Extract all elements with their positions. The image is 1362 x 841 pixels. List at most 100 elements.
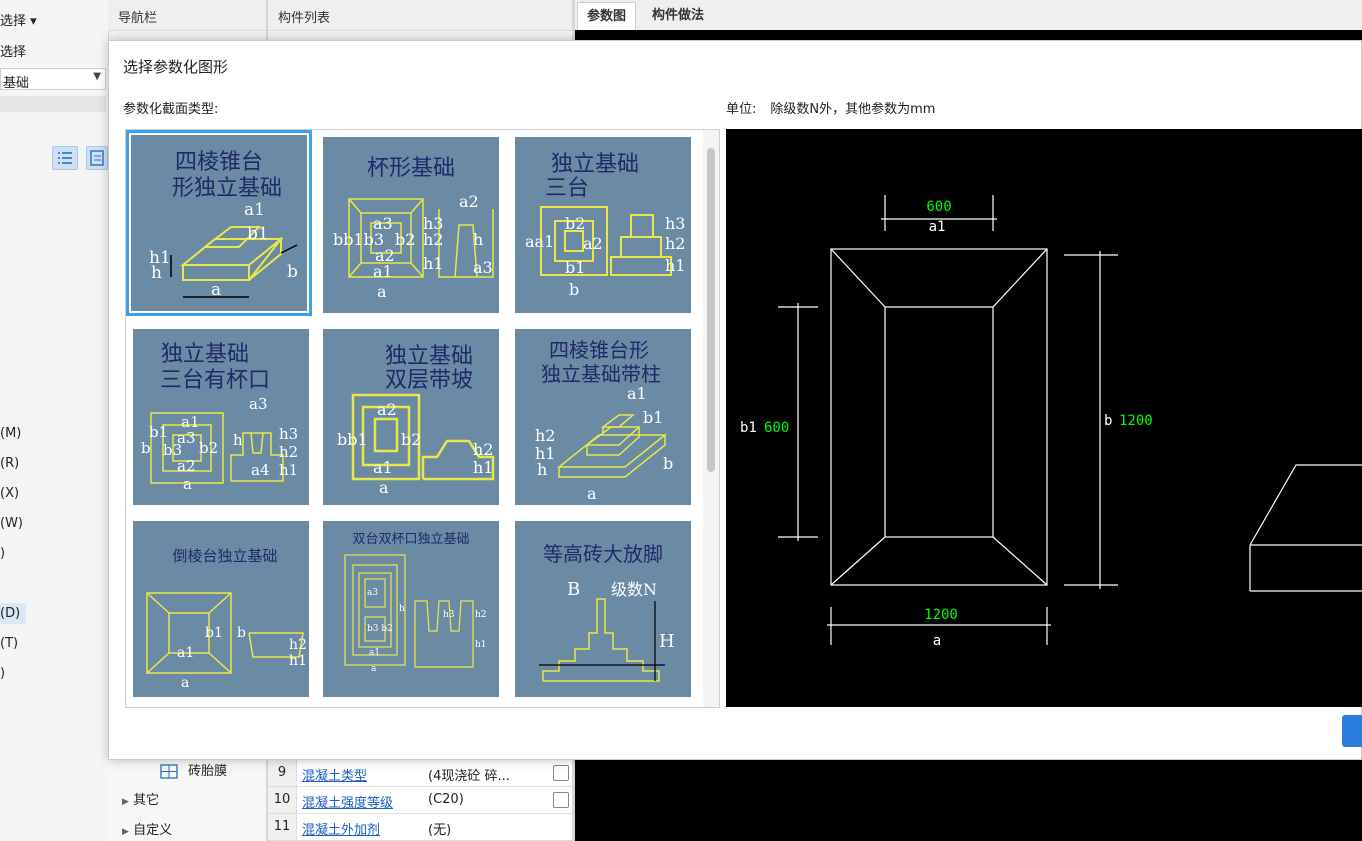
table-row[interactable]: 11 混凝土外加剂 (无) — [268, 814, 572, 841]
svg-text:等高砖大放脚: 等高砖大放脚 — [543, 542, 663, 566]
svg-text:b: b — [237, 625, 246, 641]
svg-text:三台: 三台 — [545, 176, 589, 201]
svg-text:a1: a1 — [373, 262, 393, 281]
svg-text:杯形基础: 杯形基础 — [367, 156, 455, 181]
svg-text:b1: b1 — [565, 258, 585, 277]
svg-text:四棱锥台: 四棱锥台 — [175, 150, 263, 175]
shortcut-item[interactable]: (W) — [0, 516, 23, 531]
nav-panel-header: 导航栏 — [108, 0, 266, 31]
dialog-title: 选择参数化图形 — [123, 58, 229, 76]
svg-text:b1: b1 — [205, 625, 223, 641]
svg-text:b1: b1 — [643, 408, 663, 427]
svg-text:b2: b2 — [395, 230, 415, 249]
svg-text:1200: 1200 — [924, 607, 958, 623]
svg-text:b: b — [569, 280, 579, 299]
svg-text:形独立基础: 形独立基础 — [172, 176, 282, 201]
svg-text:h: h — [399, 604, 405, 614]
svg-text:b2: b2 — [565, 214, 585, 233]
ok-button[interactable] — [1342, 715, 1362, 747]
svg-text:a2: a2 — [375, 246, 395, 265]
svg-text:h2: h2 — [423, 230, 443, 249]
nav-item-brick-mold[interactable]: 砖胎膜 — [160, 760, 227, 780]
shape-preview: 600 a1 1200 a b1 600 b 1200 — [726, 129, 1362, 707]
svg-text:h1: h1 — [475, 640, 487, 650]
svg-text:h1: h1 — [535, 444, 555, 463]
table-row[interactable]: 10 混凝土强度等级 (C20) — [268, 787, 572, 814]
svg-text:四棱锥台形: 四棱锥台形 — [549, 338, 649, 362]
svg-text:aa1: aa1 — [525, 232, 554, 251]
parametric-shape-dialog: 选择参数化图形 参数化截面类型: 单位:除级数N外，其他参数为mm 四棱锥台 形… — [108, 40, 1362, 760]
svg-text:h: h — [151, 263, 162, 283]
list-view-icon[interactable] — [52, 146, 78, 170]
category-dropdown[interactable]: 基础▼ — [0, 68, 106, 91]
nav-item-custom[interactable]: ▶ 自定义 — [122, 823, 173, 838]
scrollbar-thumb[interactable] — [707, 148, 715, 472]
svg-text:a: a — [371, 664, 377, 674]
detail-view-icon[interactable] — [86, 146, 108, 170]
shortcut-item-selected[interactable]: (D) — [0, 603, 27, 624]
svg-text:a: a — [933, 633, 941, 649]
svg-text:a3: a3 — [367, 588, 378, 598]
svg-text:a3: a3 — [373, 214, 393, 233]
table-row[interactable]: 9 混凝土类型 (4现浇砼 碎... — [268, 760, 572, 787]
svg-text:b2: b2 — [401, 430, 421, 449]
chevron-right-icon: ▶ — [122, 827, 129, 837]
svg-text:独立基础: 独立基础 — [551, 152, 639, 177]
section-type-label: 参数化截面类型: — [123, 102, 219, 117]
svg-text:双台双杯口独立基础: 双台双杯口独立基础 — [352, 532, 469, 547]
svg-text:h3: h3 — [443, 610, 455, 620]
svg-text:bb1b3: bb1b3 — [333, 230, 384, 249]
svg-text:a1: a1 — [177, 645, 194, 661]
svg-text:b1: b1 — [740, 420, 757, 436]
svg-text:a: a — [379, 478, 389, 497]
svg-text:a1: a1 — [627, 384, 647, 403]
svg-text:h3: h3 — [665, 214, 685, 233]
svg-text:b1: b1 — [149, 423, 168, 441]
svg-text:独立基础: 独立基础 — [385, 344, 473, 369]
select-menu[interactable]: 选择 ▾ — [0, 14, 37, 29]
svg-text:h1: h1 — [665, 256, 685, 275]
svg-text:a1: a1 — [929, 219, 946, 235]
svg-text:h2: h2 — [289, 637, 307, 653]
svg-text:a: a — [377, 282, 387, 301]
shortcut-item[interactable]: ) — [0, 546, 6, 561]
svg-text:a1: a1 — [373, 458, 393, 477]
svg-text:独立基础: 独立基础 — [161, 342, 249, 367]
tab-parameter-diagram[interactable]: 参数图 — [577, 2, 637, 30]
svg-text:h: h — [473, 230, 483, 249]
svg-text:h2: h2 — [665, 234, 685, 253]
left-panel: 选择 ▾ 选择 基础▼ (M) (R) (X) (W) ) (D) (T) ) — [0, 0, 109, 841]
svg-text:h1: h1 — [473, 458, 493, 477]
svg-text:h2: h2 — [535, 426, 555, 445]
shortcut-item[interactable]: (T) — [0, 636, 19, 651]
nav-item-other[interactable]: ▶ 其它 — [122, 793, 160, 808]
unit-label: 单位:除级数N外，其他参数为mm — [726, 102, 936, 117]
shortcut-item[interactable]: ) — [0, 666, 6, 681]
checkbox[interactable] — [553, 792, 569, 808]
checkbox[interactable] — [553, 765, 569, 781]
shortcut-item[interactable]: (M) — [0, 426, 22, 441]
svg-text:a3: a3 — [473, 258, 493, 277]
svg-text:h3: h3 — [279, 425, 298, 443]
shortcut-item[interactable]: (X) — [0, 486, 20, 501]
svg-text:h1: h1 — [289, 653, 307, 669]
svg-text:a2: a2 — [583, 234, 603, 253]
svg-text:b1: b1 — [247, 224, 269, 244]
shortcut-item[interactable]: (R) — [0, 456, 20, 471]
svg-text:a: a — [587, 484, 597, 503]
tab-component-method[interactable]: 构件做法 — [652, 8, 705, 23]
chevron-right-icon: ▶ — [122, 797, 129, 807]
svg-text:h1: h1 — [149, 248, 171, 268]
select-item[interactable]: 选择 — [0, 45, 27, 60]
svg-text:b: b — [141, 439, 151, 457]
svg-text:a2: a2 — [377, 400, 397, 419]
